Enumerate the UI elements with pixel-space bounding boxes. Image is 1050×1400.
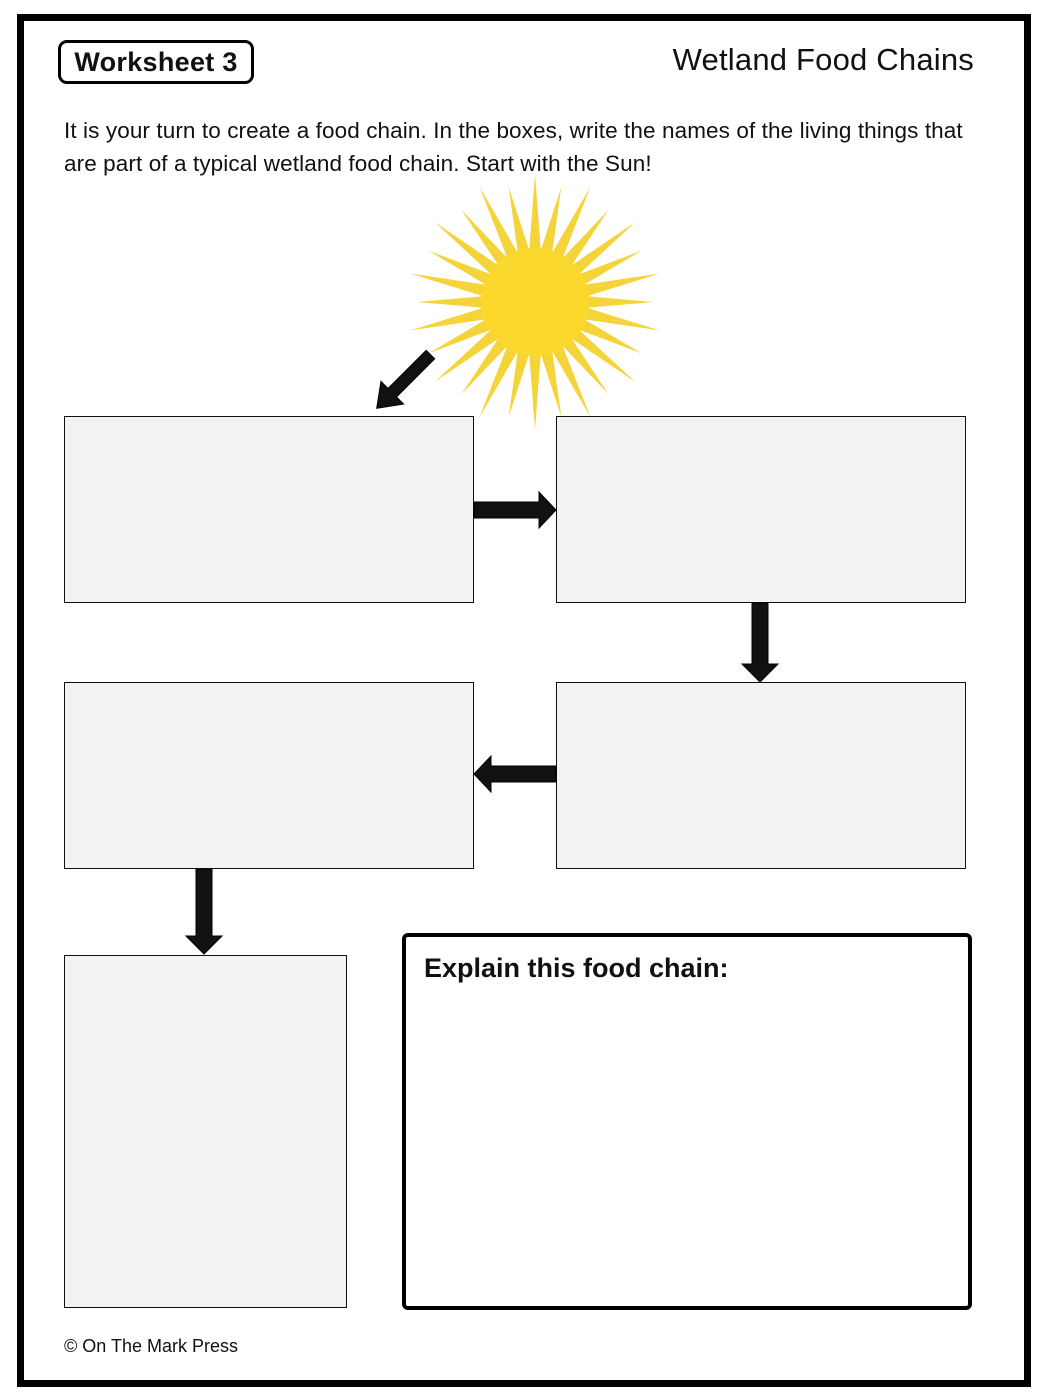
explain-label: Explain this food chain:: [424, 953, 729, 983]
copyright-footer: © On The Mark Press: [64, 1336, 238, 1356]
page-title: Wetland Food Chains: [672, 42, 974, 77]
sun-icon: [410, 174, 660, 430]
food-chain-box-1[interactable]: [64, 416, 474, 603]
instructions-text: It is your turn to create a food chain. …: [64, 118, 963, 176]
food-chain-box-2[interactable]: [556, 416, 966, 603]
arrow-right-icon: [473, 490, 557, 530]
food-chain-box-4[interactable]: [64, 682, 474, 869]
arrow-down-icon: [184, 868, 224, 955]
worksheet-label: Worksheet 3: [58, 40, 254, 84]
sun-disc: [481, 248, 589, 356]
food-chain-box-5[interactable]: [64, 955, 347, 1308]
explain-answer-box[interactable]: Explain this food chain:: [402, 933, 972, 1310]
food-chain-box-3[interactable]: [556, 682, 966, 869]
arrow-down-left-icon: [376, 349, 436, 409]
arrow-down-icon: [740, 602, 780, 683]
arrow-left-icon: [473, 754, 557, 794]
